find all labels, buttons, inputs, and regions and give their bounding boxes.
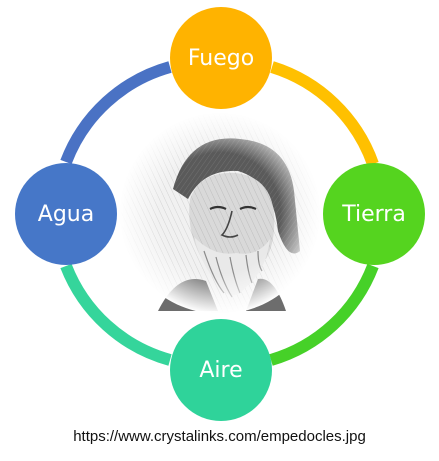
node-agua-label: Agua	[37, 201, 95, 227]
node-aire: Aire	[170, 319, 272, 421]
node-aire-label: Aire	[199, 357, 243, 383]
arc-tierra-aire	[269, 263, 379, 366]
arc-fuego-tierra	[270, 61, 379, 167]
node-tierra-label: Tierra	[342, 201, 406, 227]
image-credit-url: https://www.crystalinks.com/empedocles.j…	[73, 428, 366, 445]
empedocles-portrait	[119, 112, 321, 314]
node-fuego: Fuego	[170, 7, 272, 109]
node-agua: Agua	[15, 163, 117, 265]
arc-aire-agua	[60, 263, 172, 366]
arc-agua-fuego	[60, 61, 172, 165]
node-fuego-label: Fuego	[187, 45, 255, 71]
node-tierra: Tierra	[323, 163, 425, 265]
